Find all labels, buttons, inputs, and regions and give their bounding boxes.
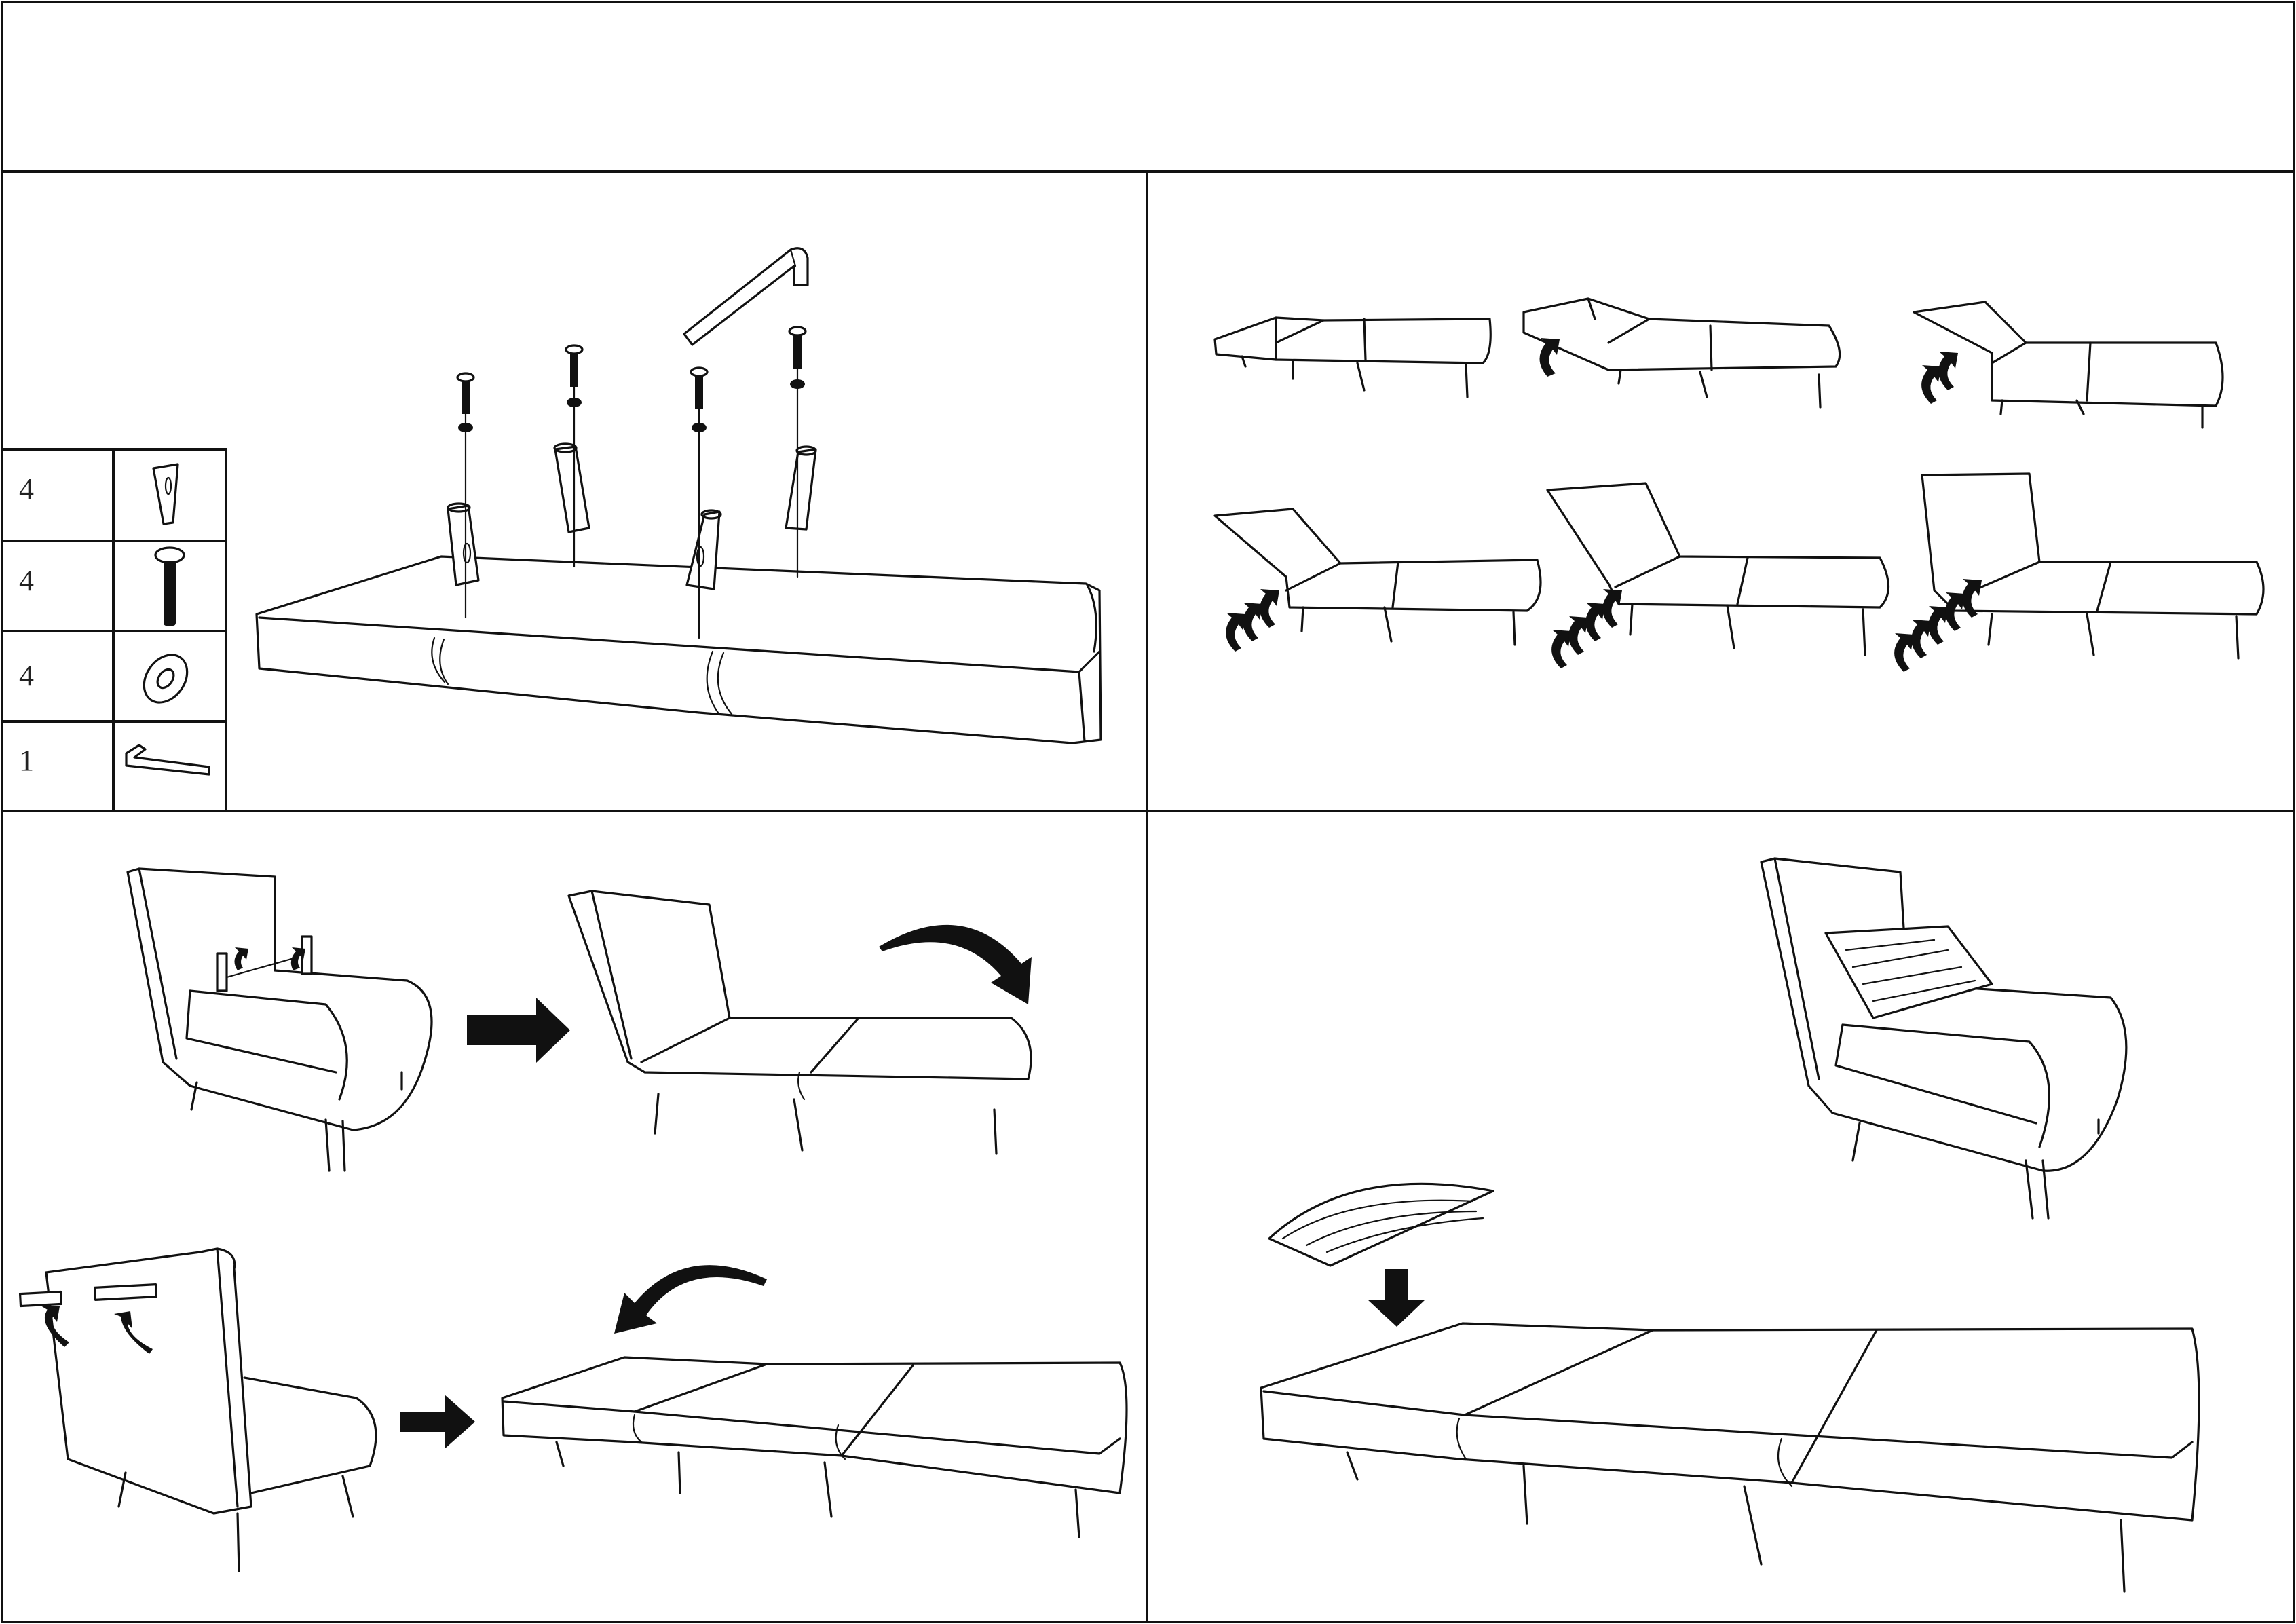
recline-position-4 [1213,508,1542,652]
tapered-leg-icon [152,463,179,525]
recline-position-6 [1894,472,2265,672]
allen-key-icon [125,744,210,776]
parts-row-bolt: 4 [19,546,185,626]
step-arrow-right-icon [400,1395,475,1449]
step-arrow-right-icon [467,998,570,1063]
bolt-icon [154,546,185,626]
curved-arrow-icon [1962,579,1982,618]
chair-folded-step-a [126,867,433,1172]
sofa-bed-flat-final [1260,1322,2200,1593]
exploded-leg-3 [685,366,722,639]
curved-arrow-icon [1911,620,1931,658]
parts-table: 4 4 4 [1,448,227,812]
curved-arrow-icon [1243,603,1262,641]
sofa-bed-frame-exploded [255,555,1102,744]
parts-row-washer: 4 [19,654,189,704]
curved-arrow-icon [114,1311,153,1354]
sofa-bed-flat-step-d [501,1265,1128,1538]
curved-arrow-icon [879,924,1032,1004]
panel-backrest-recline-positions [1213,297,2265,672]
curved-arrow-icon [1551,630,1571,668]
curved-arrow-icon [614,1265,767,1334]
washer-icon [143,654,189,704]
parts-qty-leg: 4 [19,472,34,506]
exploded-leg-1 [447,372,480,619]
sofa-seat-unfolding-step-b [567,890,1032,1155]
curved-arrow-icon [1921,365,1941,404]
parts-row-allen-key: 1 [19,744,210,777]
curved-arrow-icon [1260,589,1279,628]
chair-side-view-step-c [18,1247,377,1572]
parts-qty-washer: 4 [19,659,34,692]
pillow-icon [1824,925,1993,1019]
panel-leg-assembly: 4 4 4 [1,247,1102,812]
curved-arrow-icon [1928,606,1948,645]
parts-qty-bolt: 4 [19,564,34,597]
exploded-leg-4 [785,326,817,578]
curved-arrow-icon [41,1306,69,1347]
armless-chair-with-pillow [1760,857,2128,1220]
recline-position-5 [1546,482,1890,668]
curved-arrow-icon [1568,616,1588,655]
curved-arrow-icon [1945,592,1965,631]
curved-arrow-icon [1938,352,1958,390]
panel-sofa-to-bed-conversion [18,867,1128,1572]
exploded-leg-2 [553,344,590,568]
panel-chair-and-bed-with-pillow [1260,857,2200,1593]
pillow-loose-icon [1268,1182,1494,1267]
curved-arrow-icon [1602,589,1622,628]
allen-key-exploded-icon [683,247,809,346]
recline-position-1 [1213,316,1492,398]
recline-position-2 [1522,297,1841,409]
curved-arrow-icon [1585,603,1605,641]
curved-arrow-icon [234,947,248,970]
parts-qty-allen-key: 1 [19,744,34,777]
curved-arrow-icon [1226,613,1245,652]
curved-arrow-icon [1539,338,1560,377]
header-band [3,3,2293,170]
parts-row-leg: 4 [19,463,179,525]
recline-position-3 [1913,301,2224,429]
curved-arrow-icon [290,947,305,970]
curved-arrow-icon [1894,633,1914,672]
step-arrow-down-icon [1368,1269,1425,1327]
